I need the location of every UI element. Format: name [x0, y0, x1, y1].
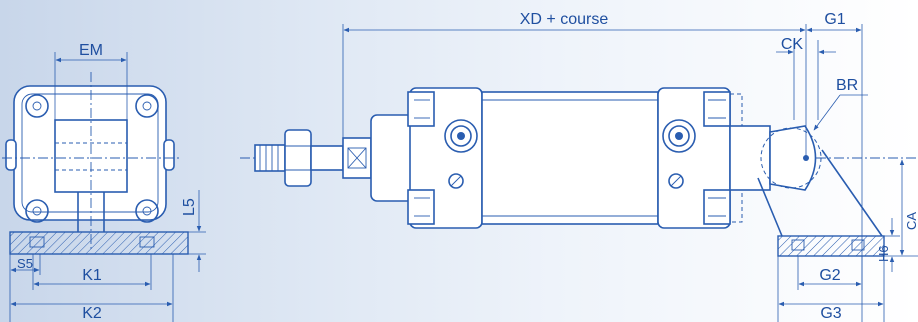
- cylinder-barrel: [481, 91, 659, 225]
- piston-rod: [310, 145, 344, 171]
- end-view-corner-bolts: [25, 94, 159, 223]
- label-l5: L5: [181, 198, 198, 216]
- end-view-foot-plate: [9, 231, 189, 255]
- end-view-inner-frame: [21, 93, 159, 213]
- end-view-center-block: [54, 119, 128, 193]
- clevis-bracket-arms: [757, 149, 883, 237]
- label-br: BR: [836, 77, 858, 94]
- label-xd-course: XD + course: [520, 11, 609, 28]
- front-bearing: [370, 114, 414, 202]
- label-ck: CK: [781, 36, 804, 53]
- clevis-bracket-foot: [777, 235, 885, 257]
- clevis-neck: [729, 125, 771, 191]
- rod-nut: [284, 129, 312, 187]
- label-g3: G3: [820, 305, 841, 322]
- rear-cushion-screw: [668, 173, 684, 189]
- end-view-port-right: [163, 139, 175, 171]
- label-k1: K1: [82, 267, 102, 284]
- label-g2: G2: [819, 267, 840, 284]
- rear-port: [662, 119, 696, 153]
- rod-thread: [254, 144, 286, 172]
- end-view-web: [77, 192, 105, 232]
- end-view: EM L5 S5 K1 K2: [2, 42, 206, 322]
- label-k2: K2: [82, 305, 102, 322]
- label-em: EM: [79, 42, 103, 59]
- label-h6: H6: [876, 245, 891, 262]
- label-g1: G1: [824, 11, 845, 28]
- side-view: XD + course G1 CK BR CA H6 G2 G3: [240, 11, 918, 322]
- label-ca: CA: [904, 212, 918, 230]
- end-view-port-left: [5, 139, 17, 171]
- clevis-eye: [769, 125, 817, 191]
- front-port: [444, 119, 478, 153]
- label-s5: S5: [17, 256, 33, 271]
- front-cushion-screw: [448, 173, 464, 189]
